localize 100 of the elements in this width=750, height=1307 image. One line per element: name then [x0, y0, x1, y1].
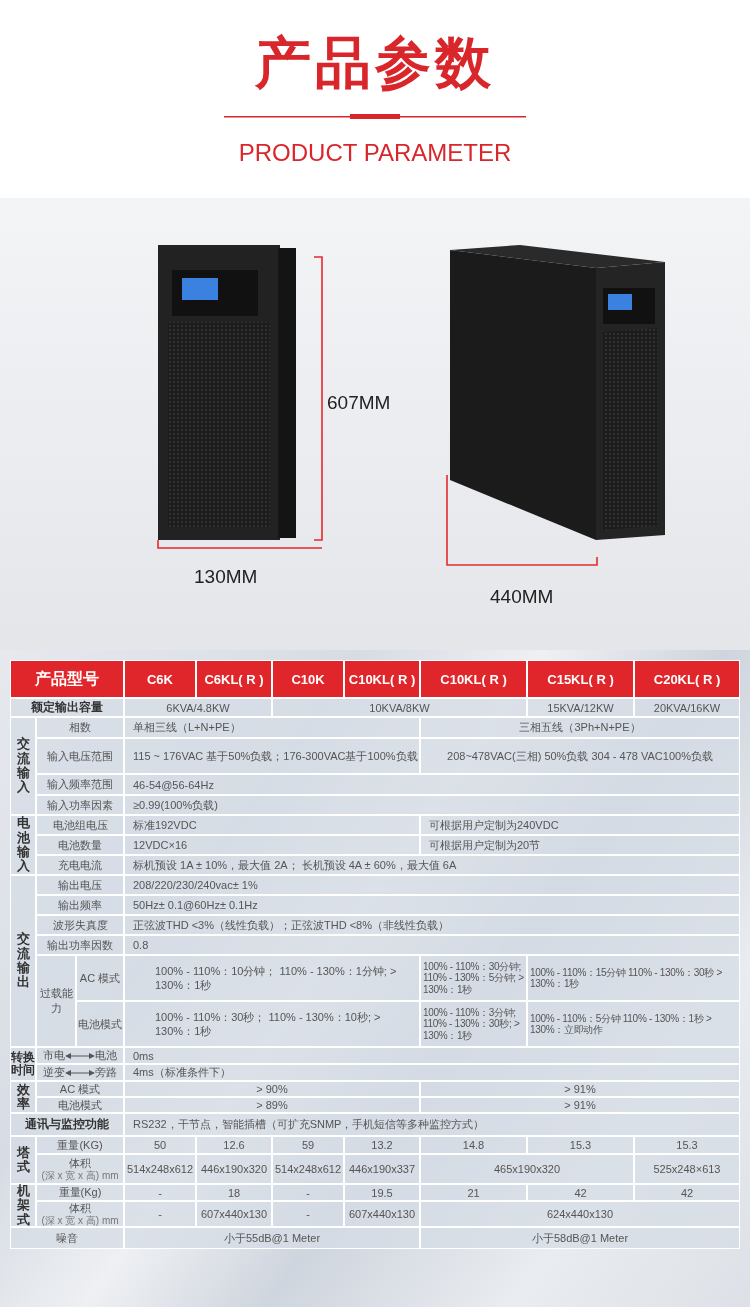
cell-text: > 89% — [256, 1099, 288, 1111]
cell-text: 42 — [574, 1186, 587, 1199]
cell-text: 小于58dB@1 Meter — [531, 1230, 629, 1246]
cell-text: 50Hz± 0.1@60Hz± 0.1Hz — [133, 899, 258, 911]
cell-text: 42 — [680, 1186, 694, 1199]
cell-text: - — [158, 1208, 162, 1220]
cell-text: 100% - 110%：15分钟 110% - 130%：30秒 > 130%：1秒 — [529, 966, 724, 990]
row-group-label: 转换时间 — [11, 1051, 35, 1077]
row-label: 体积 — [69, 1156, 91, 1170]
column-header: C10KL( R ) — [348, 671, 416, 687]
row-label: 噪音 — [56, 1230, 78, 1246]
cell-text: 4ms（标准条件下） — [133, 1065, 231, 1080]
column-header: C6KL( R ) — [204, 671, 264, 687]
row-label: 输出频率 — [58, 897, 102, 913]
cell-text: 525x248×613 — [653, 1163, 721, 1175]
row-label: 充电电流 — [58, 857, 102, 873]
cell-text: 607x440x130 — [200, 1208, 268, 1220]
column-header: C10KL( R ) — [440, 671, 507, 687]
column-header: C6K — [147, 671, 173, 687]
cell-text: 20KVA/16KW — [653, 701, 721, 714]
cell-text: 446x190x337 — [348, 1163, 416, 1175]
row-group-label: 塔式 — [16, 1145, 30, 1175]
cell-text: 208/220/230/240vac± 1% — [133, 879, 258, 891]
cell-text: - — [306, 1208, 310, 1220]
row-label: 电池数量 — [58, 837, 102, 853]
cell-text: > 91% — [564, 1083, 596, 1095]
row-label: 输出功率因数 — [47, 937, 113, 953]
column-header: C10K — [291, 671, 325, 687]
cell-text: 100% - 110%：10分钟； 110% - 130%：1分钟; > 130%：1秒 — [155, 963, 398, 993]
cell-text: 标准192VDC — [133, 817, 197, 833]
column-header: 产品型号 — [35, 668, 99, 689]
cell-text: 18 — [227, 1186, 241, 1199]
cell-text: 13.2 — [371, 1139, 393, 1151]
row-label: 体积 — [69, 1201, 91, 1215]
cell-text: 19.5 — [371, 1186, 393, 1199]
cell-text: RS232，干节点，智能插槽（可扩充SNMP，手机短信等多种监控方式） — [133, 1117, 485, 1132]
cell-text: 46-54@56-64Hz — [133, 778, 214, 791]
cell-text: 15.3 — [676, 1139, 698, 1151]
row-label: 逆变 — [43, 1065, 65, 1080]
row-label: 通讯与监控功能 — [25, 1116, 109, 1133]
page-title: 产品参数 — [254, 30, 496, 96]
cell-text: 可根据用户定制为20节 — [429, 837, 541, 853]
cell-text: 正弦波THD <3%（线性负载）；正弦波THD <8%（非线性负载） — [133, 917, 449, 933]
unit-note: (深 x 宽 x 高) mm — [41, 1214, 119, 1227]
row-label: 电池模式 — [78, 1016, 122, 1032]
cell-text: 514x248x612 — [274, 1163, 342, 1175]
cell-text: 6KVA/4.8KW — [166, 701, 230, 714]
row-label: 相数 — [69, 720, 91, 735]
row-label: 输入电压范围 — [47, 748, 113, 764]
cell-text: 446x190x320 — [200, 1163, 268, 1175]
cell-text: 10KVA/8KW — [369, 701, 430, 714]
row-label: 输入频率范围 — [47, 777, 113, 792]
row-label: 过载能力 — [38, 986, 74, 1016]
cell-text: 0ms — [133, 1049, 154, 1062]
row-label: 电池 — [95, 1048, 117, 1063]
cell-text: 50 — [153, 1139, 167, 1151]
cell-text: 0.8 — [133, 939, 149, 951]
cell-text: 100% - 110%：3分钟; 110% - 130%：30秒; > 130%：1秒 — [422, 1006, 521, 1042]
cell-text: 12.6 — [223, 1139, 245, 1151]
row-label: 电池组电压 — [52, 817, 108, 833]
cell-text: 小于55dB@1 Meter — [223, 1230, 321, 1246]
row-label: 重量(KG) — [57, 1137, 103, 1153]
subtitle: PRODUCT PARAMETER — [237, 138, 513, 168]
cell-text: 514x248x612 — [126, 1163, 194, 1175]
cell-text: 100% - 110%：30分钟; 110% - 130%：5分钟; > 130%：1秒 — [422, 960, 525, 996]
cell-text: - — [306, 1186, 310, 1199]
dimension-label: 440MM — [490, 586, 554, 608]
row-label: 市电 — [43, 1048, 65, 1063]
unit-note: (深 x 宽 x 高) mm — [41, 1169, 119, 1182]
cell-text: 15.3 — [569, 1139, 592, 1151]
row-label: 额定输出容量 — [31, 699, 103, 716]
row-group-label: 效率 — [16, 1082, 30, 1112]
column-header: C20KL( R ) — [653, 671, 721, 687]
cell-text: > 90% — [256, 1083, 288, 1095]
cell-text: 624x440x130 — [546, 1208, 614, 1220]
row-group-label: 交流输出 — [16, 932, 30, 990]
cell-text: ≥0.99(100%负载) — [133, 797, 218, 813]
cell-text: 14.8 — [462, 1139, 485, 1151]
dimension-label: 130MM — [194, 566, 258, 588]
cell-text: 三相五线（3Ph+N+PE） — [519, 720, 641, 735]
cell-text: 115 ~ 176VAC 基于50%负载；176-300VAC基于100%负载 — [133, 748, 418, 764]
row-group-label: 交流输入 — [16, 737, 30, 795]
row-label: 电池模式 — [58, 1097, 102, 1113]
cell-text: 208~478VAC(三相) 50%负载 304 - 478 VAC100%负载 — [447, 748, 713, 764]
dimension-label: 607MM — [327, 392, 391, 414]
cell-text: 607x440x130 — [348, 1208, 416, 1220]
row-group-label: 机架式 — [16, 1184, 30, 1227]
cell-text: 12VDC×16 — [133, 839, 188, 851]
cell-text: 15KVA/12KW — [547, 701, 614, 714]
cell-text: 单相三线（L+N+PE） — [133, 720, 241, 735]
row-label: 重量(Kg) — [58, 1185, 102, 1200]
row-group-label: 电池输入 — [16, 816, 30, 874]
cell-text: 100% - 110%：5分钟 110% - 130%：1秒 > 130%：立即动作 — [529, 1012, 713, 1036]
row-label: 旁路 — [95, 1065, 117, 1080]
row-label: 波形失真度 — [52, 917, 108, 933]
cell-text: 标机预设 1A ± 10%，最大值 2A； 长机预设 4A ± 60%，最大值 6A — [133, 857, 457, 873]
cell-text: 100% - 110%：30秒； 110% - 130%：10秒; > 130%：1秒 — [155, 1009, 382, 1039]
row-label: 输入功率因素 — [47, 797, 113, 813]
row-label: 输出电压 — [58, 877, 102, 893]
cell-text: 59 — [301, 1139, 315, 1151]
